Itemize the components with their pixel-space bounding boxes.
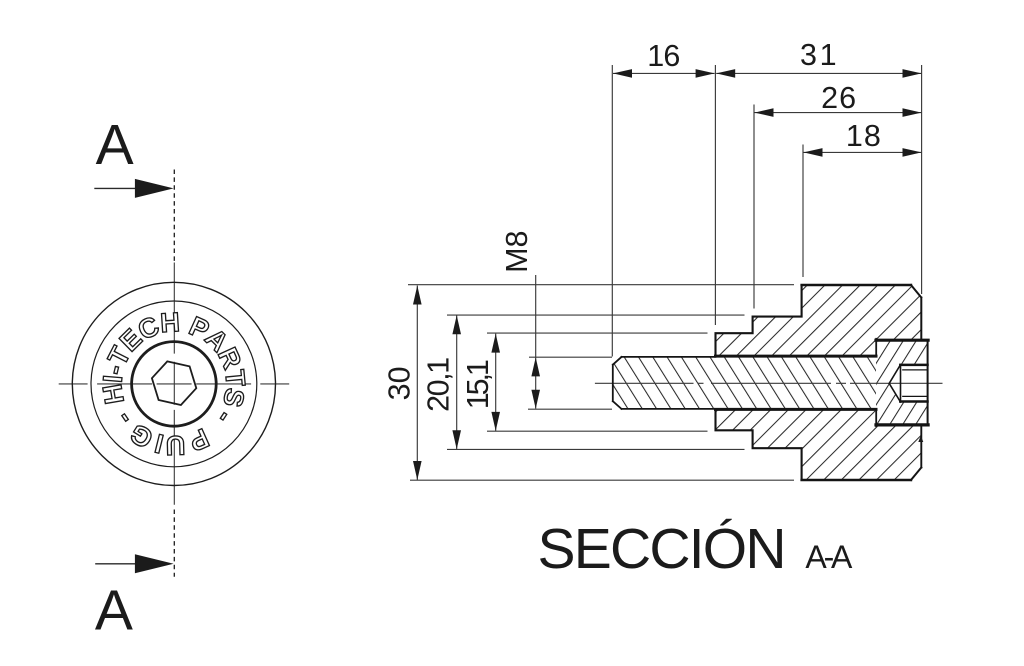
svg-text:15,1: 15,1 [461, 359, 495, 409]
svg-text:M8: M8 [500, 231, 534, 273]
svg-text:H: H [159, 307, 180, 338]
svg-text:30: 30 [382, 366, 416, 400]
svg-text:20,1: 20,1 [421, 357, 455, 412]
svg-text:A: A [96, 113, 134, 177]
svg-text:18: 18 [846, 119, 881, 153]
svg-text:A: A [95, 579, 133, 643]
svg-text:26: 26 [821, 81, 856, 115]
svg-text:SECCIÓN: SECCIÓN [538, 517, 787, 581]
svg-text:16: 16 [647, 39, 680, 73]
svg-text:U: U [165, 430, 185, 461]
svg-text:A-A: A-A [805, 539, 853, 575]
svg-text:I: I [98, 374, 129, 384]
svg-text:T: T [219, 368, 250, 388]
